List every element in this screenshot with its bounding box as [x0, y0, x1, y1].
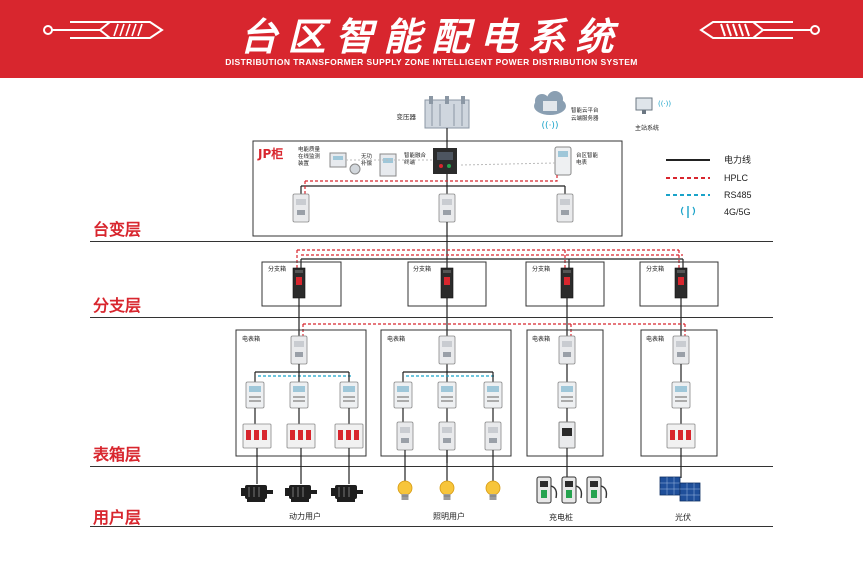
lighting-users-label: 照明用户 [433, 511, 465, 521]
layer-divider [90, 466, 773, 467]
cloud-label: 智能云平台云端服务器 [571, 106, 599, 122]
branch-box: 分支箱 [525, 261, 605, 307]
motor-icon [240, 484, 274, 503]
fusion-terminal-label: 智能融合终端 [404, 151, 427, 166]
jp-main-breaker [438, 193, 456, 223]
jp-outgoing-breaker [556, 193, 574, 223]
fusion-terminal-icon [433, 148, 457, 174]
layer-divider [90, 526, 773, 527]
solar-panel-icon [659, 476, 681, 496]
meter-box-label: 电表箱 [242, 335, 260, 343]
legend-label: HPLC [724, 173, 749, 183]
branch-box-label: 分支箱 [532, 265, 550, 273]
monitor-label: 主站系统 [635, 124, 659, 132]
charging-pile-label: 充电桩 [549, 512, 573, 522]
branch-box-label: 分支箱 [268, 265, 286, 273]
branch-box-label: 分支箱 [413, 265, 431, 273]
meter-box-label: 电表箱 [532, 335, 550, 343]
power-quality-device-icon [329, 152, 361, 175]
jp-cabinet-title: JP柜 [257, 146, 283, 161]
legend-label: 电力线 [724, 154, 751, 165]
page-subtitle: DISTRIBUTION TRANSFORMER SUPPLY ZONE INT… [225, 57, 638, 67]
branch-box-label: 分支箱 [646, 265, 664, 273]
circuit-decoration-right-icon [699, 21, 820, 39]
meter-box: 电表箱 [380, 329, 512, 457]
light-bulb-icon [397, 480, 413, 501]
compensation-label: 无功补偿 [361, 152, 373, 167]
meter-box-label: 电表箱 [646, 335, 664, 343]
layer-label-user: 用户层 [93, 508, 142, 527]
legend: 电力线 HPLC RS485 4G/5G [666, 154, 752, 218]
meter-box: 电表箱 [526, 329, 604, 457]
legend-label: RS485 [724, 190, 752, 200]
legend-label: 4G/5G [724, 207, 751, 217]
meter-box-label: 电表箱 [387, 335, 405, 343]
meter-box: 电表箱 [235, 329, 367, 457]
layer-label-meterbox: 表箱层 [93, 445, 142, 464]
motor-icon [330, 484, 364, 503]
solar-panel-icon [679, 482, 701, 502]
layer-label-branch: 分支层 [93, 296, 142, 315]
zone-meter-label: 台区智能电表 [576, 151, 599, 166]
svg-text:((·)): ((·)) [542, 121, 559, 131]
monitor-icon: ((·)) [635, 97, 671, 114]
light-bulb-icon [439, 480, 455, 501]
motor-icon [284, 484, 318, 503]
power-users-label: 动力用户 [289, 511, 321, 521]
title-banner: 台区智能配电系统 DISTRIBUTION TRANSFORMER SUPPLY… [0, 0, 863, 78]
transformer-label: 变压器 [397, 112, 417, 121]
layer-divider [90, 241, 773, 242]
layer-label-transformer: 台变层 [93, 220, 142, 239]
branch-box: 分支箱 [407, 261, 487, 307]
branch-box: 分支箱 [261, 261, 342, 307]
compensation-device-icon [379, 153, 397, 177]
layer-divider [90, 317, 773, 318]
charging-pile-icon [536, 476, 558, 504]
jp-cabinet-frame [252, 140, 623, 237]
jp-outgoing-breaker [292, 193, 310, 223]
page-title: 台区智能配电系统 [239, 15, 624, 59]
charging-pile-icon [586, 476, 608, 504]
power-quality-label: 电能质量在线监测装置 [298, 145, 321, 167]
solar-pv-label: 光伏 [675, 512, 691, 522]
branch-box: 分支箱 [639, 261, 719, 307]
svg-text:((·)): ((·)) [658, 100, 671, 108]
charging-pile-icon [561, 476, 583, 504]
light-bulb-icon [485, 480, 501, 501]
transformer-icon [424, 96, 470, 129]
cloud-icon: ((·)) [534, 91, 566, 131]
zone-meter-icon [554, 146, 572, 176]
meter-box: 电表箱 [640, 329, 718, 457]
legend-wireless-icon [680, 206, 696, 218]
circuit-decoration-left-icon [43, 21, 164, 39]
